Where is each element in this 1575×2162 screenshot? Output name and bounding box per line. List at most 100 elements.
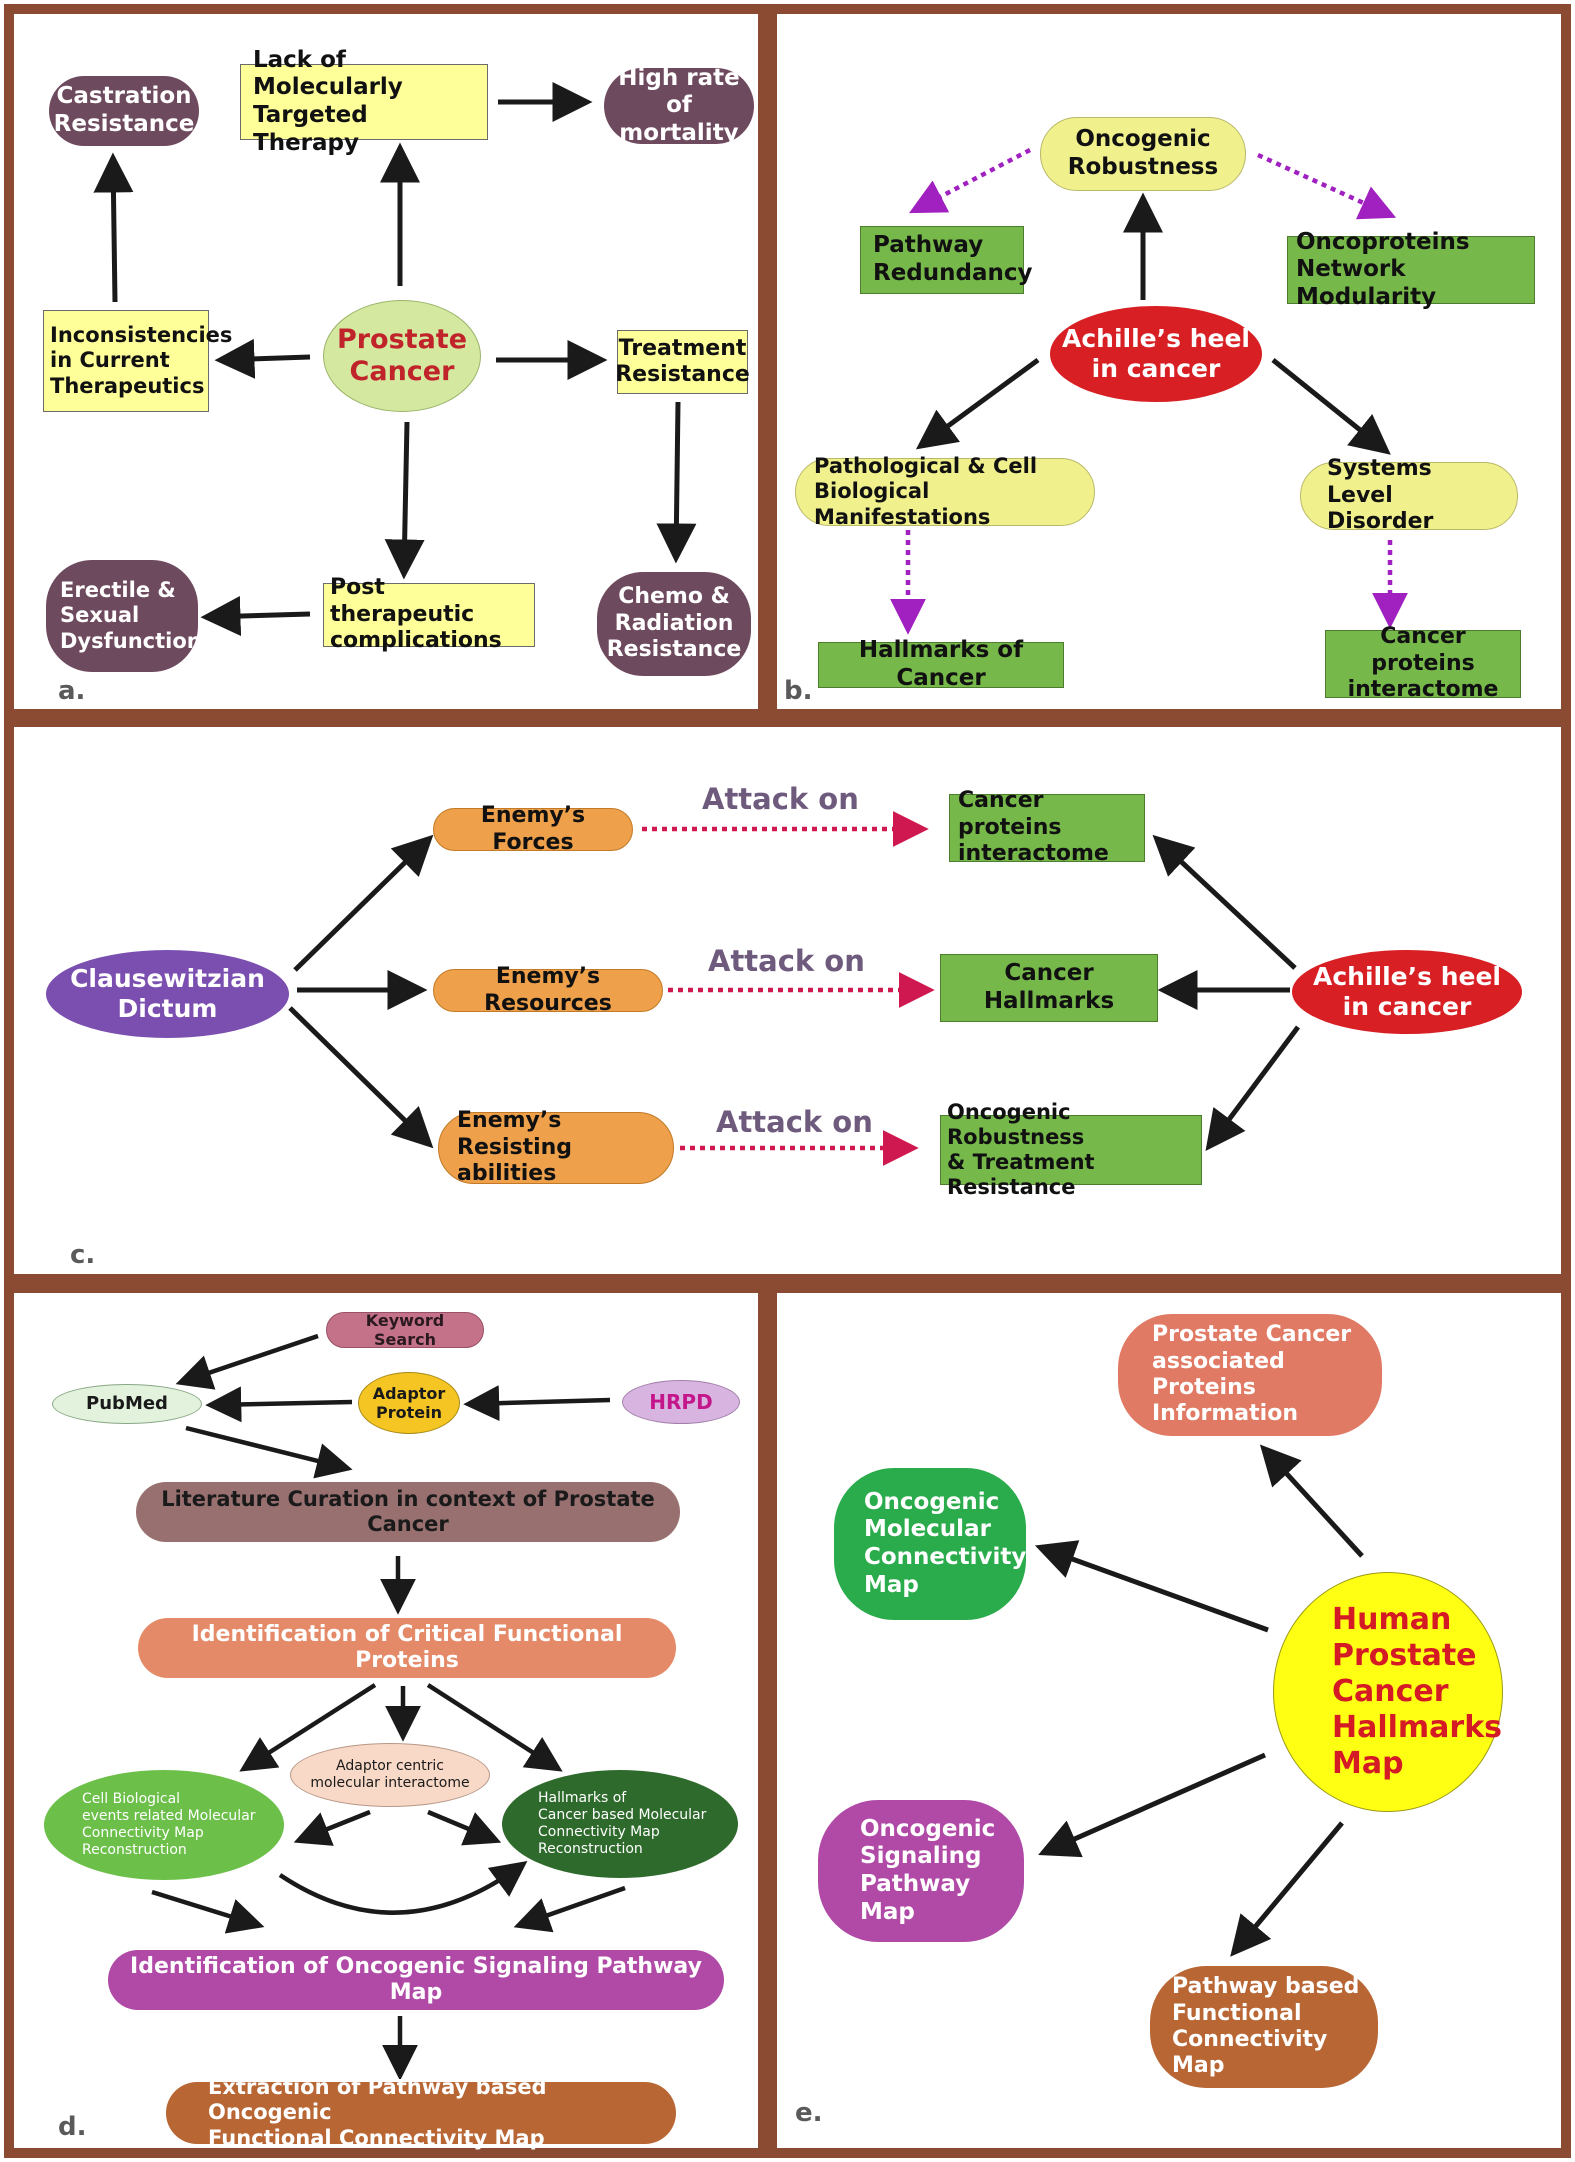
pathological-node: Pathological & Cell Biological Manifesta… [795, 454, 1095, 529]
keyword-search-label: Keyword Search [365, 1310, 445, 1349]
panel-e-border [767, 1283, 1571, 2158]
dotted-robustness-to-pathway [909, 148, 1032, 214]
extraction-map-node: Extraction of Pathway based Oncogenic Fu… [166, 2075, 676, 2150]
arrow-achilles-to-systems [1271, 358, 1391, 455]
arrow-center-to-molecular [1034, 1540, 1269, 1633]
keyword-search-node: Keyword Search [326, 1310, 484, 1349]
literature-curation-node: Literature Curation in context of Prosta… [136, 1482, 680, 1542]
cancer-interactome-c-node: Cancer proteins interactome [949, 788, 1145, 866]
attack-on-label-1: Attack on [702, 782, 859, 816]
panel-d-arrows [151, 1333, 626, 2081]
arrow-center-to-post [384, 421, 425, 580]
inconsistencies-label: Inconsistencies in Current Therapeutics [50, 323, 233, 398]
extraction-map-label: Extraction of Pathway based Oncogenic Fu… [208, 2075, 547, 2150]
arrow-identification-to-cellbio [239, 1683, 377, 1772]
castration-node: Castration Resistance [49, 76, 199, 146]
cell-biological-label: Cell Biological events related Molecular… [82, 1791, 256, 1858]
hallmarks-map-label: Hallmarks of Cancer based Molecular Conn… [538, 1790, 707, 1857]
human-hallmarks-map-label: Human Prostate Cancer Hallmarks Map [1332, 1602, 1503, 1781]
pathway-redundancy-label: Pathway Redundancy [873, 232, 1033, 286]
arrow-adaptor-centric-to-hallmarks-map [427, 1809, 502, 1846]
cancer-interactome-b-node: Cancer proteins interactome [1325, 624, 1521, 702]
enemy-resisting-label: Enemy’s Resisting abilities [457, 1108, 573, 1187]
hrpd-node: HRPD [622, 1380, 740, 1424]
chemo-label: Chemo & Radiation Resistance [606, 584, 742, 663]
arrow-treatment-to-chemo [656, 401, 697, 564]
arrow-center-to-signaling [1038, 1752, 1267, 1858]
panel-c-border [4, 717, 1571, 1284]
prostate-cancer-label: Prostate Cancer [336, 323, 468, 387]
proteins-information-node: Prostate Cancer associated Proteins Info… [1118, 1314, 1382, 1436]
oncogenic-robustness-node: Oncogenic Robustness [1040, 117, 1246, 191]
signaling-pathway-map-label: Oncogenic Signaling Pathway Map [860, 1815, 996, 1925]
pathological-label: Pathological & Cell Biological Manifesta… [814, 454, 1038, 529]
hallmarks-map-node: Hallmarks of Cancer based Molecular Conn… [502, 1770, 738, 1878]
achilles-heel-b-label: Achille’s heel in cancer [1062, 324, 1250, 383]
lack-therapy-node: Lack of Molecularly Targeted Therapy [240, 47, 488, 156]
cancer-interactome-c-label: Cancer proteins interactome [958, 788, 1109, 867]
robustness-resistance-c-node: Oncogenic Robustness & Treatment Resista… [940, 1100, 1202, 1199]
clausewitzian-dictum-node: Clausewitzian Dictum [46, 950, 289, 1038]
erectile-node: Erectile & Sexual Dysfunction [46, 560, 202, 672]
arrow-adaptor-to-pubmed [205, 1386, 353, 1423]
enemy-forces-label: Enemy’s Forces [480, 803, 586, 855]
prostate-cancer-node: Prostate Cancer [323, 300, 481, 412]
panel-d-border [4, 1283, 768, 2158]
arrow-center-to-pathway-functional [1230, 1821, 1344, 1957]
pathway-functional-map-node: Pathway based Functional Connectivity Ma… [1150, 1966, 1378, 2088]
enemy-resisting-node: Enemy’s Resisting abilities [438, 1108, 674, 1186]
panel-c-label: c. [70, 1240, 96, 1270]
arrow-achilles-to-pathological [915, 357, 1040, 450]
arrow-identification-to-hallmarks-map [426, 1683, 563, 1772]
hallmarks-of-cancer-label: Hallmarks of Cancer [858, 637, 1024, 691]
panel-b-border [767, 4, 1571, 719]
systems-disorder-label: Systems Level Disorder [1327, 456, 1434, 535]
arrow-dictum-to-resisting [288, 1006, 434, 1149]
castration-label: Castration Resistance [53, 83, 195, 137]
cancer-interactome-b-label: Cancer proteins interactome [1347, 624, 1499, 703]
cell-biological-node: Cell Biological events related Molecular… [44, 1770, 284, 1880]
pathway-redundancy-node: Pathway Redundancy [860, 226, 1033, 294]
adaptor-protein-label: Adaptor Protein [372, 1383, 446, 1422]
systems-disorder-node: Systems Level Disorder [1300, 456, 1518, 534]
robustness-resistance-c-label: Oncogenic Robustness & Treatment Resista… [947, 1099, 1095, 1200]
cancer-hallmarks-c-label: Cancer Hallmarks [983, 960, 1115, 1014]
chemo-node: Chemo & Radiation Resistance [597, 572, 751, 676]
adaptor-centric-node: Adaptor centric molecular interactome [290, 1743, 490, 1807]
pubmed-node: PubMed [52, 1384, 202, 1424]
identification-proteins-label: Identification of Critical Functional Pr… [191, 1621, 623, 1673]
panel-b-arrows [915, 192, 1391, 455]
dotted-robustness-to-modularity [1257, 152, 1397, 220]
arrow-hrpd-to-adaptor [463, 1385, 611, 1422]
panel-e-label: e. [795, 2098, 823, 2128]
panel-c-arrows [288, 834, 1301, 1152]
arrow-center-to-proteins-info [1259, 1444, 1364, 1558]
clausewitzian-dictum-label: Clausewitzian Dictum [70, 964, 265, 1023]
arrow-post-to-erectile [200, 596, 311, 637]
adaptor-protein-node: Adaptor Protein [358, 1372, 460, 1434]
signaling-pathway-map-node: Oncogenic Signaling Pathway Map [818, 1800, 1024, 1942]
panel-b-dotted-arrows [890, 148, 1408, 635]
identification-proteins-node: Identification of Critical Functional Pr… [138, 1618, 676, 1678]
oncogenic-signaling-identification-node: Identification of Oncogenic Signaling Pa… [108, 1950, 724, 2010]
cancer-hallmarks-c-node: Cancer Hallmarks [940, 954, 1158, 1022]
enemy-resources-label: Enemy’s Resources [484, 964, 612, 1016]
panel-d-label: d. [58, 2112, 87, 2142]
proteins-information-label: Prostate Cancer associated Proteins Info… [1152, 1322, 1352, 1427]
attack-on-label-2: Attack on [708, 944, 865, 978]
lack-therapy-label: Lack of Molecularly Targeted Therapy [253, 46, 403, 156]
arrow-hallmarks-map-to-signaling [513, 1885, 626, 1933]
treatment-resistance-label: Treatment Resistance [615, 335, 750, 387]
hallmarks-of-cancer-node: Hallmarks of Cancer [818, 637, 1064, 691]
enemy-resources-node: Enemy’s Resources [433, 964, 663, 1016]
arrow-pubmed-to-literature [185, 1425, 353, 1479]
panel-a-border [4, 4, 768, 719]
panel-borders [4, 4, 1571, 2158]
achilles-heel-c-node: Achille’s heel in cancer [1292, 950, 1522, 1034]
post-therapeutic-label: Post therapeutic complications [330, 575, 502, 654]
arrow-center-to-inconsistencies [214, 338, 311, 379]
panel-b-label: b. [784, 676, 813, 706]
enemy-forces-node: Enemy’s Forces [433, 803, 633, 855]
